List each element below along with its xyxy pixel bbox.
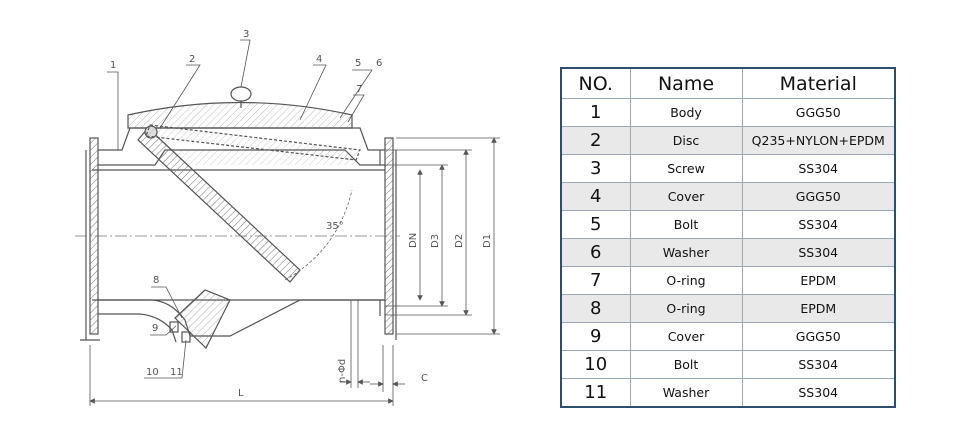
dim-d1: D1 — [482, 234, 493, 248]
cell-no: 8 — [560, 294, 631, 323]
angle-label: 35° — [326, 221, 344, 232]
cell-name: Cover — [629, 322, 743, 351]
table-header-row: NO. Name Material — [560, 67, 896, 99]
cell-material: EPDM — [741, 266, 896, 295]
dim-length: L — [238, 388, 244, 399]
cell-material: SS304 — [741, 210, 896, 239]
dim-d3: D3 — [430, 234, 441, 248]
dim-bolt-hole: n-Φd — [337, 359, 348, 383]
valve-body — [80, 86, 397, 350]
cell-material: GGG50 — [741, 322, 896, 351]
balloon-11: 11 — [170, 367, 183, 378]
cell-no: 10 — [560, 350, 631, 379]
balloon-4: 4 — [316, 54, 322, 65]
balloon-2: 2 — [189, 54, 195, 65]
cell-name: Washer — [629, 238, 743, 267]
valve-section-drawing: 35° 1 2 3 4 5 6 7 8 9 10 11 DN D3 D2 D1 — [75, 29, 500, 406]
balloon-1: 1 — [110, 60, 116, 71]
balloon-3: 3 — [243, 29, 249, 40]
cell-no: 9 — [560, 322, 631, 351]
cell-name: O-ring — [629, 266, 743, 295]
diameter-dims — [385, 137, 500, 335]
cell-no: 5 — [560, 210, 631, 239]
length-dim — [89, 345, 394, 406]
cell-material: Q235+NYLON+EPDM — [741, 126, 896, 155]
cell-name: Disc — [629, 126, 743, 155]
cell-no: 4 — [560, 182, 631, 211]
cell-name: Washer — [629, 378, 743, 408]
angle-arc — [284, 189, 353, 281]
cell-material: GGG50 — [741, 182, 896, 211]
balloon-8: 8 — [153, 275, 159, 286]
cell-name: Body — [629, 98, 743, 127]
cell-name: Bolt — [629, 210, 743, 239]
dim-c: C — [421, 373, 428, 384]
cell-material: SS304 — [741, 154, 896, 183]
header-material: Material — [741, 67, 896, 99]
balloon-6: 6 — [376, 58, 382, 69]
balloon-9: 9 — [152, 323, 158, 334]
header-no: NO. — [560, 67, 631, 99]
flange-dims — [340, 300, 405, 392]
balloon-7: 7 — [356, 84, 362, 95]
cell-no: 7 — [560, 266, 631, 295]
cell-material: SS304 — [741, 350, 896, 379]
cell-no: 1 — [560, 98, 631, 127]
balloon-10: 10 — [146, 367, 159, 378]
cell-no: 6 — [560, 238, 631, 267]
dim-dn: DN — [408, 233, 419, 248]
leader-lines — [107, 39, 373, 379]
cell-name: Bolt — [629, 350, 743, 379]
cell-material: GGG50 — [741, 98, 896, 127]
cell-name: Screw — [629, 154, 743, 183]
cell-material: EPDM — [741, 294, 896, 323]
cell-name: O-ring — [629, 294, 743, 323]
balloon-5: 5 — [355, 58, 361, 69]
cell-name: Cover — [629, 182, 743, 211]
cell-no: 11 — [560, 378, 631, 408]
cell-material: SS304 — [741, 378, 896, 408]
cell-no: 2 — [560, 126, 631, 155]
header-name: Name — [629, 67, 743, 99]
dim-d2: D2 — [454, 234, 465, 248]
cell-no: 3 — [560, 154, 631, 183]
cell-material: SS304 — [741, 238, 896, 267]
